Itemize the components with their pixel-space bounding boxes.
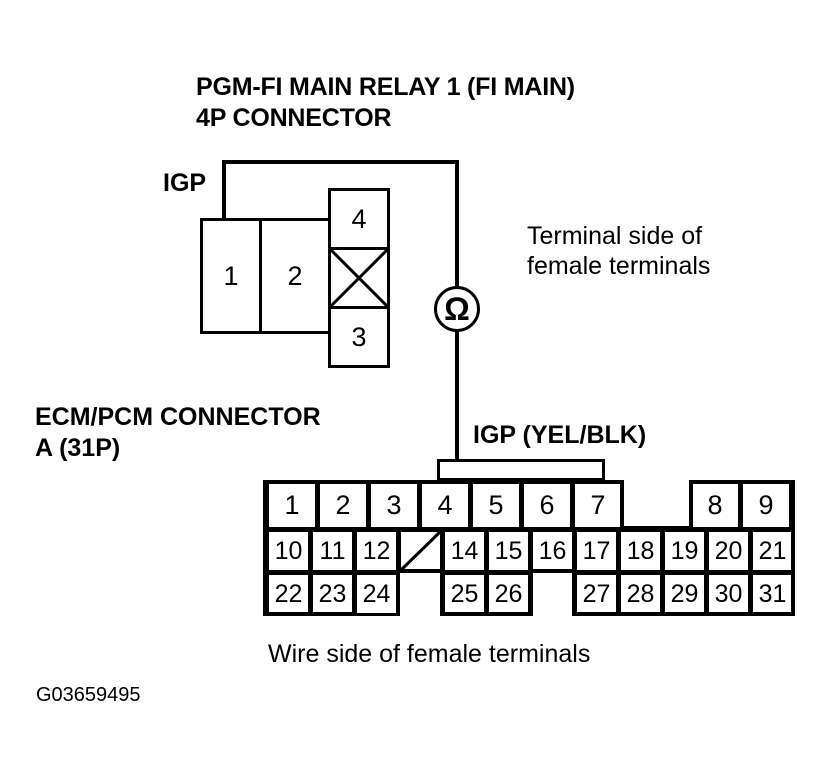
ecm-cell-17[interactable]: 17 bbox=[574, 529, 619, 573]
ecm-cell-5[interactable]: 5 bbox=[470, 480, 522, 530]
ecm-connector-label-line-2: A (31P) bbox=[35, 434, 121, 462]
ecm-cell-25[interactable]: 25 bbox=[442, 572, 487, 616]
ecm-cell-6[interactable]: 6 bbox=[521, 480, 573, 530]
igp-wire-label: IGP (YEL/BLK) bbox=[473, 421, 647, 449]
ecm-cell-16[interactable]: 16 bbox=[530, 529, 575, 573]
igp-wire-horizontal-top bbox=[222, 160, 459, 164]
ecm-housing-step-top-2 bbox=[529, 569, 577, 573]
ecm-cell-11[interactable]: 11 bbox=[310, 529, 355, 573]
ecm-housing-step-3 bbox=[529, 569, 533, 616]
terminal-4-locking-tab bbox=[437, 459, 605, 481]
ecm-cell-22[interactable]: 22 bbox=[266, 572, 311, 616]
ecm-cell-21[interactable]: 21 bbox=[750, 529, 795, 573]
ecm-cell-29[interactable]: 29 bbox=[662, 572, 707, 616]
ecm-cell-24[interactable]: 24 bbox=[354, 572, 399, 616]
ecm-housing-step-2 bbox=[440, 569, 444, 616]
ecm-cell-19[interactable]: 19 bbox=[662, 529, 707, 573]
relay-cell-1[interactable]: 1 bbox=[200, 218, 262, 334]
terminal-side-caption-line-2: female terminals bbox=[527, 252, 711, 280]
relay-cell-3[interactable]: 3 bbox=[328, 306, 390, 368]
ecm-housing-edge-right bbox=[791, 480, 795, 616]
ecm-housing-step-top-1 bbox=[396, 569, 444, 573]
igp-wire-vertical-left bbox=[222, 160, 226, 220]
ohmmeter-icon: Ω bbox=[434, 286, 480, 332]
ecm-housing-notch-bottom bbox=[620, 526, 692, 530]
ecm-cell-10[interactable]: 10 bbox=[266, 529, 311, 573]
ecm-cell-14[interactable]: 14 bbox=[442, 529, 487, 573]
ecm-cell-27[interactable]: 27 bbox=[574, 572, 619, 616]
ecm-housing-notch-right bbox=[689, 480, 693, 530]
ecm-housing-edge-top-right bbox=[689, 480, 795, 484]
relay-cell-4[interactable]: 4 bbox=[328, 188, 390, 250]
ecm-housing-notch-left bbox=[620, 480, 624, 530]
ecm-housing-edge-bottom-2 bbox=[442, 612, 531, 616]
ecm-cell-28[interactable]: 28 bbox=[618, 572, 663, 616]
ecm-housing-edge-left bbox=[263, 480, 267, 616]
ecm-cell-3[interactable]: 3 bbox=[368, 480, 420, 530]
ecm-cell-7[interactable]: 7 bbox=[572, 480, 624, 530]
igp-terminal-label: IGP bbox=[163, 169, 207, 197]
wire-side-caption: Wire side of female terminals bbox=[268, 640, 591, 668]
ecm-cell-13-blank[interactable] bbox=[398, 529, 443, 573]
ecm-housing-edge-bottom-1 bbox=[266, 612, 355, 616]
diagram-title-line-2: 4P CONNECTOR bbox=[196, 104, 392, 132]
ecm-cell-12[interactable]: 12 bbox=[354, 529, 399, 573]
ecm-cell-4[interactable]: 4 bbox=[419, 480, 471, 530]
ecm-cell-18[interactable]: 18 bbox=[618, 529, 663, 573]
ecm-cell-23[interactable]: 23 bbox=[310, 572, 355, 616]
ecm-cell-15[interactable]: 15 bbox=[486, 529, 531, 573]
diagram-title-line-1: PGM-FI MAIN RELAY 1 (FI MAIN) bbox=[196, 73, 575, 101]
figure-code: G03659495 bbox=[36, 684, 141, 706]
terminal-side-caption-line-1: Terminal side of bbox=[527, 222, 703, 250]
ecm-cell-31[interactable]: 31 bbox=[750, 572, 795, 616]
relay-cell-unused-crossed[interactable] bbox=[328, 247, 390, 309]
relay-cell-2[interactable]: 2 bbox=[259, 218, 331, 334]
ecm-cell-2[interactable]: 2 bbox=[317, 480, 369, 530]
ecm-cell-20[interactable]: 20 bbox=[706, 529, 751, 573]
ecm-cell-26[interactable]: 26 bbox=[486, 572, 531, 616]
ecm-housing-edge-top-left bbox=[266, 480, 624, 484]
ecm-housing-step-4 bbox=[572, 569, 576, 616]
ecm-cell-8[interactable]: 8 bbox=[689, 480, 741, 530]
ecm-cell-30[interactable]: 30 bbox=[706, 572, 751, 616]
ecm-cell-9[interactable]: 9 bbox=[740, 480, 792, 530]
ecm-cell-1[interactable]: 1 bbox=[266, 480, 318, 530]
ecm-connector-label-line-1: ECM/PCM CONNECTOR bbox=[35, 403, 321, 431]
ecm-housing-step-1 bbox=[396, 569, 400, 616]
igp-wire-vertical-to-meter bbox=[455, 160, 459, 288]
ohmmeter-wire-to-connector bbox=[455, 331, 459, 461]
ecm-housing-edge-bottom-3 bbox=[574, 612, 795, 616]
